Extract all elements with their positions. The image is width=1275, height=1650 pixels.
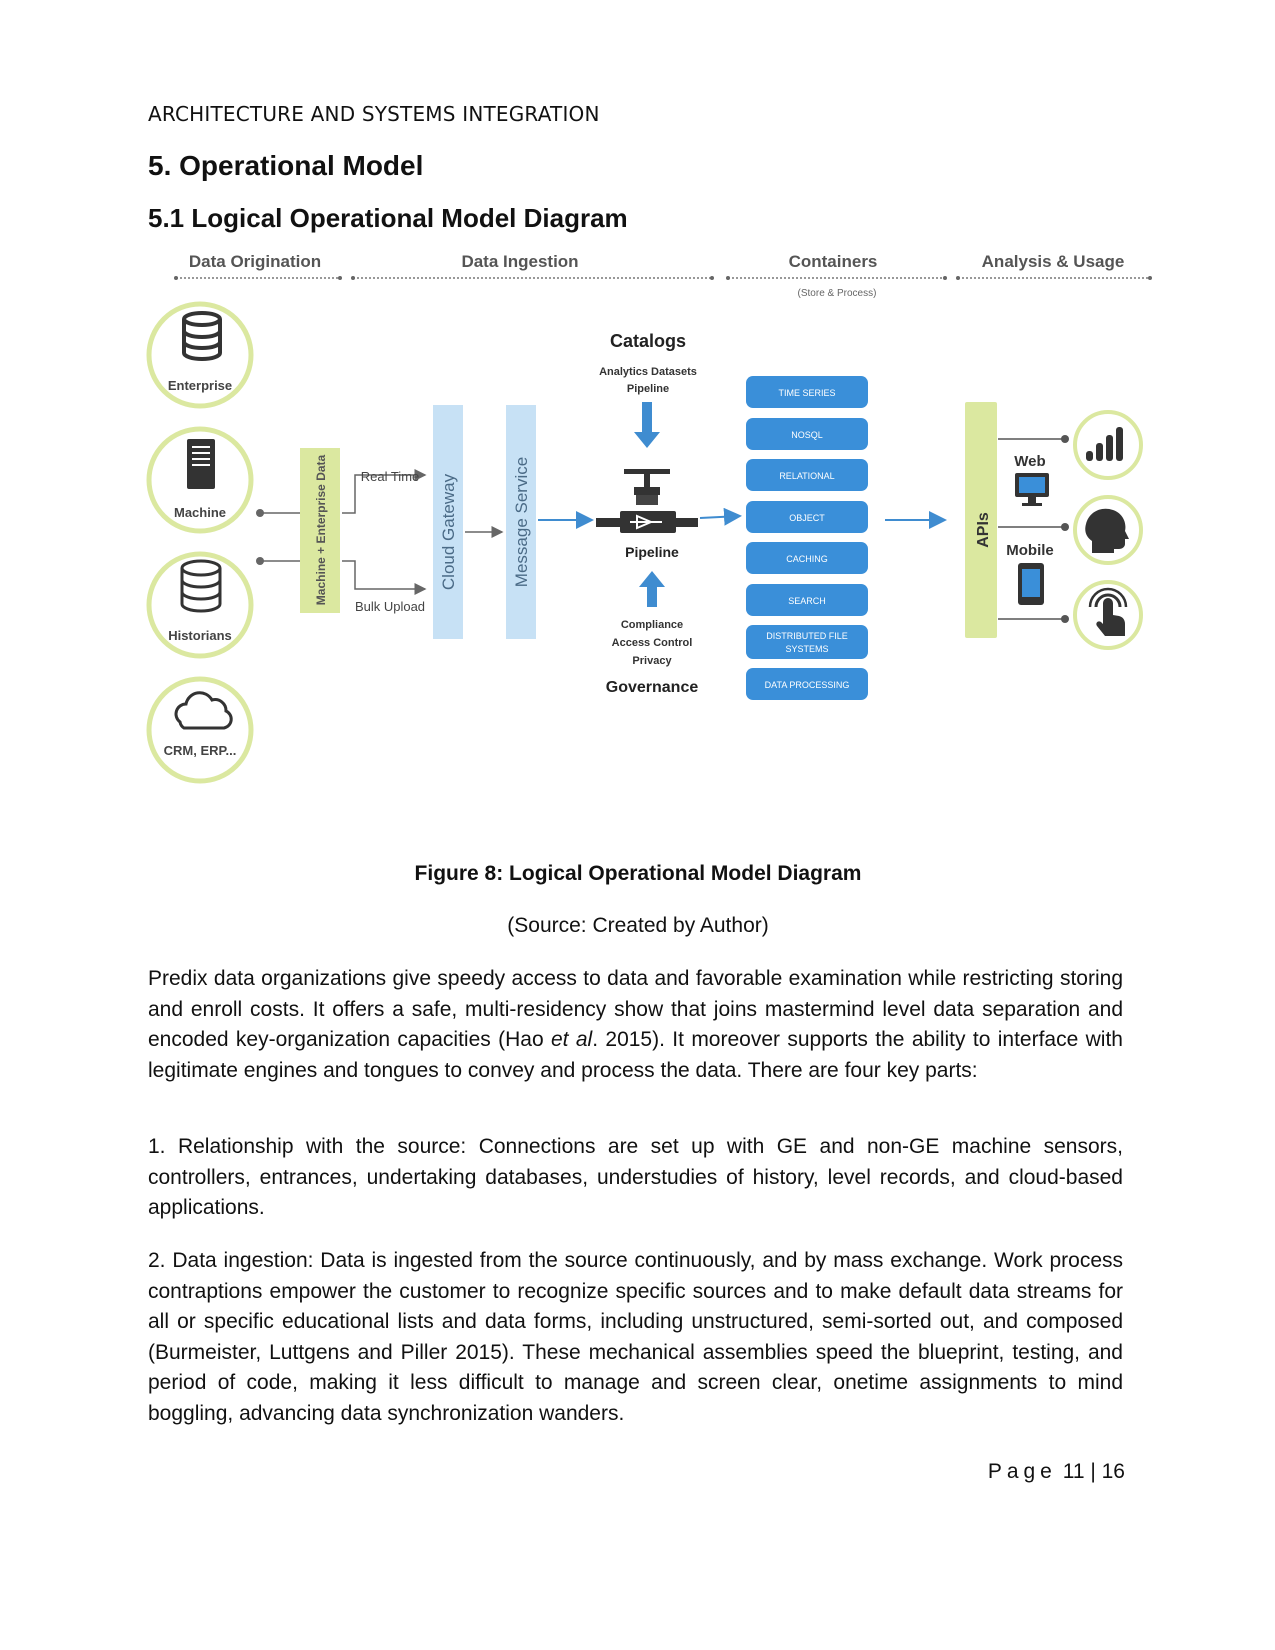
source-historians: Historians xyxy=(146,551,254,659)
source-label: Machine xyxy=(174,505,226,520)
catalogs-item-pipeline: Pipeline xyxy=(627,383,669,395)
container-label: SEARCH xyxy=(788,596,826,606)
machine-enterprise-data-label: Machine + Enterprise Data xyxy=(314,454,328,605)
analysis-circle-signal xyxy=(1073,410,1143,480)
governance-title: Governance xyxy=(606,679,699,696)
container-label: SYSTEMS xyxy=(785,644,828,654)
head-profile-icon xyxy=(1085,508,1129,553)
figure-caption: Figure 8: Logical Operational Model Diag… xyxy=(414,862,862,885)
paragraph-relationship-source: 1. Relationship with the source: Connect… xyxy=(148,1135,1123,1219)
source-label: CRM, ERP... xyxy=(164,743,237,758)
source-crm-erp: CRM, ERP... xyxy=(146,676,254,784)
monitor-icon xyxy=(1015,473,1049,506)
citation-italic: et al xyxy=(550,1028,593,1051)
bulk-upload-label: Bulk Upload xyxy=(355,599,425,614)
message-service-label: Message Service xyxy=(512,457,531,587)
analysis-circle-touch xyxy=(1073,580,1143,650)
cloud-icon xyxy=(174,691,233,730)
database-icon xyxy=(180,559,222,613)
diagram-svg: Data Origination Data Ingestion Containe… xyxy=(146,255,1152,784)
message-service-bar xyxy=(506,405,536,639)
paragraph-intro-a: Predix data organizations give speedy ac… xyxy=(148,967,1123,1051)
subsection-title: 5.1 Logical Operational Model Diagram xyxy=(148,203,628,233)
container-label: OBJECT xyxy=(789,513,825,523)
section-title: 5. Operational Model xyxy=(148,150,424,181)
source-label: Enterprise xyxy=(168,378,232,393)
paragraph-data-ingestion: 2. Data ingestion: Data is ingested from… xyxy=(148,1249,1123,1425)
apis-bar xyxy=(965,402,997,638)
container-label: DISTRIBUTED FILE xyxy=(766,631,848,641)
container-pill-caching: CACHING xyxy=(746,542,868,574)
arrow-up-icon xyxy=(639,571,665,607)
server-icon xyxy=(187,439,215,489)
container-pill-time-series: TIME SERIES xyxy=(746,376,868,408)
arrow-down-icon xyxy=(634,402,660,448)
stage-analysis-usage: Analysis & Usage xyxy=(982,255,1125,271)
container-label: TIME SERIES xyxy=(778,388,835,398)
figure-source: (Source: Created by Author) xyxy=(507,914,769,937)
governance-item-compliance: Compliance xyxy=(621,619,683,631)
valve-icon xyxy=(596,469,698,533)
stage-data-ingestion: Data Ingestion xyxy=(461,255,578,271)
governance-item-privacy: Privacy xyxy=(632,655,672,667)
container-pill-data-processing: DATA PROCESSING xyxy=(746,668,868,700)
governance-item-access-control: Access Control xyxy=(612,637,693,649)
running-header: ARCHITECTURE AND SYSTEMS INTEGRATION xyxy=(148,102,600,126)
analysis-circle-head xyxy=(1073,495,1143,565)
database-icon xyxy=(182,311,222,361)
page-label: Page xyxy=(987,1460,1057,1483)
catalogs-title: Catalogs xyxy=(610,331,686,351)
apis-label: APIs xyxy=(975,512,992,548)
stage-data-origination: Data Origination xyxy=(189,255,321,271)
container-pill-object: OBJECT xyxy=(746,501,868,533)
mobile-label: Mobile xyxy=(1006,542,1054,559)
touch-gesture-icon xyxy=(1088,587,1128,636)
container-label: NOSQL xyxy=(791,430,823,440)
paragraph-intro-b: . 2015). It moreover supports the abilit… xyxy=(148,1028,1123,1082)
phone-icon xyxy=(1018,563,1044,605)
operational-model-diagram: Data Origination Data Ingestion Containe… xyxy=(140,255,1220,835)
container-label: DATA PROCESSING xyxy=(765,680,850,690)
container-pill-distributed-file-systems: DISTRIBUTED FILE SYSTEMS xyxy=(746,625,868,659)
cloud-gateway-label: Cloud Gateway xyxy=(439,473,458,590)
real-time-label: Real Time xyxy=(361,469,420,484)
container-pill-search: SEARCH xyxy=(746,584,868,616)
page-footer: Page 11 | 16 xyxy=(940,1460,1125,1484)
cloud-gateway-bar xyxy=(433,405,463,639)
paragraph-intro: Predix data organizations give speedy ac… xyxy=(148,964,1123,1086)
container-pill-relational: RELATIONAL xyxy=(746,459,868,491)
source-machine: Machine xyxy=(146,426,254,534)
page-number: 11 | 16 xyxy=(1062,1460,1125,1483)
signal-bars-icon xyxy=(1086,427,1123,461)
web-label: Web xyxy=(1014,453,1045,470)
source-label: Historians xyxy=(168,628,232,643)
container-label: CACHING xyxy=(786,554,828,564)
pipeline-label: Pipeline xyxy=(625,544,679,560)
stage-containers: Containers xyxy=(789,255,878,271)
container-pill-nosql: NOSQL xyxy=(746,418,868,450)
catalogs-item-analytics-datasets: Analytics Datasets xyxy=(599,366,697,378)
source-enterprise: Enterprise xyxy=(146,301,254,409)
machine-enterprise-data-bar xyxy=(300,448,340,613)
containers-note: (Store & Process) xyxy=(798,288,877,299)
container-label: RELATIONAL xyxy=(779,471,834,481)
